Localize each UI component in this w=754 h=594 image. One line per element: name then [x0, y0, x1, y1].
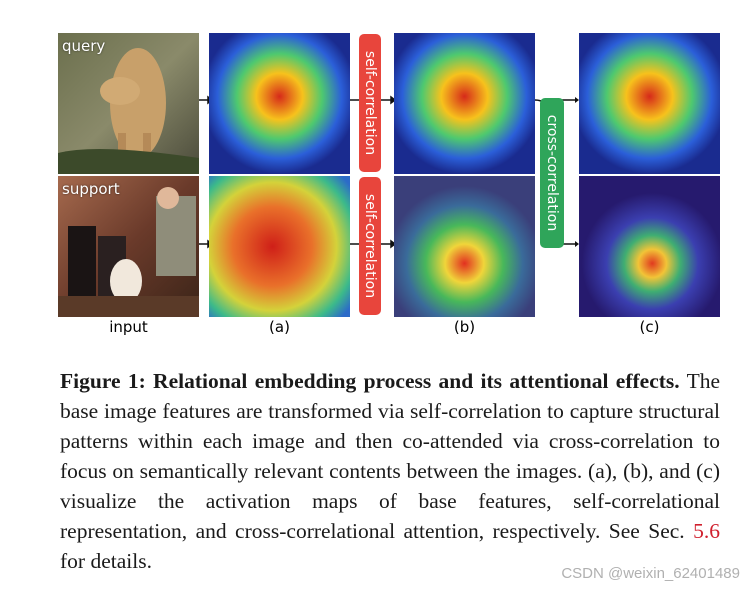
activation-map-b-query	[394, 33, 535, 174]
self-correlation-badge: self-correlation	[359, 34, 381, 172]
query-label: query	[62, 37, 106, 55]
activation-map-a-support	[209, 176, 350, 317]
query-image: query	[58, 33, 199, 174]
caption-body: The base image features are transformed …	[60, 369, 720, 543]
self-correlation-badge: self-correlation	[359, 177, 381, 315]
badge-text: cross-correlation	[544, 114, 561, 232]
support-label: support	[62, 180, 120, 198]
column-label-c: (c)	[639, 318, 660, 336]
figure-caption: Figure 1: Relational embedding process a…	[60, 366, 720, 576]
badge-text: self-correlation	[362, 193, 379, 299]
activation-map-a-query	[209, 33, 350, 174]
column-label-a: (a)	[269, 318, 290, 336]
figure: query support self-correlation self-corr…	[58, 33, 720, 336]
cross-correlation-badge: cross-correlation	[540, 98, 564, 248]
badge-text: self-correlation	[362, 50, 379, 156]
column-label-input: input	[109, 318, 148, 336]
column-label-b: (b)	[453, 318, 476, 336]
activation-map-b-support	[394, 176, 535, 317]
support-image: support	[58, 176, 199, 317]
caption-suffix: for details.	[60, 549, 152, 573]
caption-prefix: Figure 1:	[60, 369, 146, 393]
activation-map-c-support	[579, 176, 720, 317]
watermark: CSDN @weixin_62401489	[561, 565, 740, 582]
caption-bold: Relational embedding process and its att…	[153, 369, 680, 393]
activation-map-c-query	[579, 33, 720, 174]
section-ref-link[interactable]: 5.6	[693, 519, 720, 543]
